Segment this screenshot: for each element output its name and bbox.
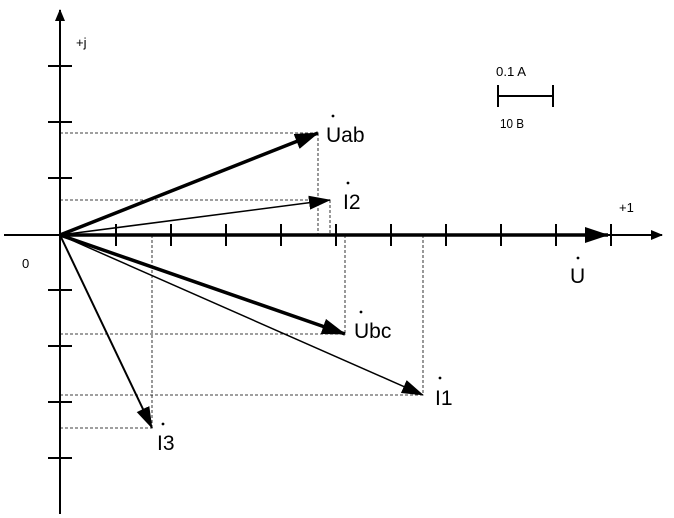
scale-voltage-label: 10 B <box>500 116 524 131</box>
i2-label: I2 <box>343 191 361 214</box>
i3-vector <box>59 234 153 429</box>
imag-axis-label: +j <box>76 35 87 50</box>
imag-axis-ticks <box>48 65 72 459</box>
ubc-vector <box>59 233 346 336</box>
u-label: U <box>570 265 585 288</box>
real-axis-label: +1 <box>619 200 634 215</box>
i1-vector <box>59 234 424 396</box>
i3-dot <box>161 422 165 426</box>
i2-dot <box>346 181 350 185</box>
u-dot <box>576 256 580 260</box>
uab-label: Uab <box>326 124 365 147</box>
uab-vector <box>59 131 319 237</box>
i1-dot <box>438 376 442 380</box>
i3-label: I3 <box>157 432 175 455</box>
scale-bar <box>497 85 554 107</box>
i2-vector <box>59 195 331 236</box>
projection-lines <box>60 132 424 429</box>
origin-label: 0 <box>22 256 29 271</box>
scale-current-label: 0.1 A <box>496 64 526 79</box>
ubc-dot <box>359 310 363 314</box>
ubc-label: Ubc <box>354 320 391 343</box>
i1-label: I1 <box>435 387 453 410</box>
uab-dot <box>331 114 335 118</box>
